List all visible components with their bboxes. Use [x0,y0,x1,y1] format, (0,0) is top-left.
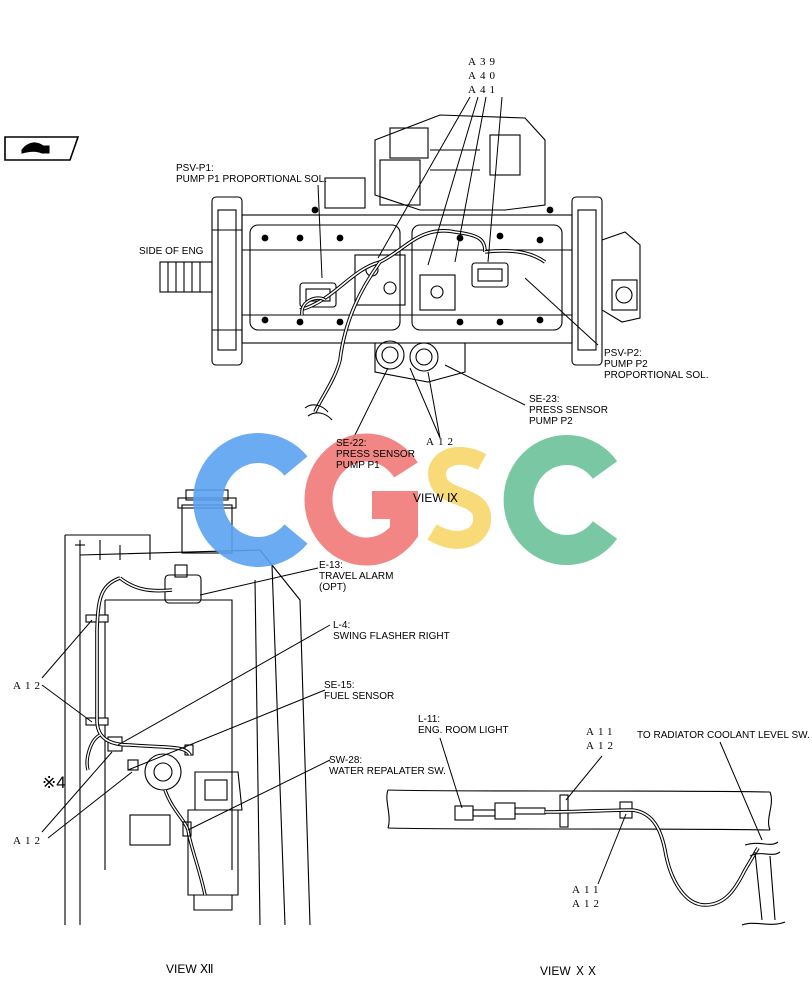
tank-area [64,489,311,926]
label-psv-p2-code: PSV-P2: [604,348,642,359]
view-ix-leaders [317,96,599,446]
note-mark-4: ※4 [42,773,66,792]
pump-assembly [159,114,641,421]
label-se23-code: SE-23: [529,394,560,405]
label-a12-bottom-xx: A12 [572,898,603,910]
label-se15-code: SE-15: [324,680,355,691]
label-radiator-coolant: TO RADIATOR COOLANT LEVEL SW. [637,730,810,741]
label-l11-name: ENG. ROOM LIGHT [418,725,509,736]
label-e13-code: E-13: [319,560,343,571]
label-a12-bottom: A12 [13,835,44,847]
view-xx-title: VIEW ＸＸ [540,964,599,978]
label-l4-code: L-4: [333,620,351,631]
label-a12-left: A12 [13,680,44,692]
view-ix-title: VIEW Ⅸ [413,491,459,505]
label-a41: A41 [468,84,499,96]
view-xx-leaders [439,737,763,885]
label-side-of-eng: SIDE OF ENG [139,246,204,257]
view-xii-title: VIEW Ⅻ [166,962,214,976]
label-se23-desc: PUMP P2 [529,416,573,427]
label-psv-p1-name: PUMP P1 PROPORTIONAL SOL. [176,174,327,185]
label-psv-p2-desc: PROPORTIONAL SOL. [604,370,709,381]
label-psv-p2-name: PUMP P2 [604,359,648,370]
label-a12-view-ix: A12 [426,436,457,448]
label-sw28-code: SW-28: [329,755,363,766]
label-se22-code: SE-22: [336,438,367,449]
label-e13-name: TRAVEL ALARM [319,571,394,582]
label-se15-name: FUEL SENSOR [324,691,395,702]
label-a11-top: A11 [586,726,617,738]
label-l4-name: SWING FLASHER RIGHT [333,631,450,642]
label-sw28-name: WATER REPALATER SW. [329,766,446,777]
label-a40: A40 [468,70,499,82]
engine-room-area [386,789,786,926]
view-xii-leaders [41,567,331,839]
label-se22-desc: PUMP P1 [336,460,380,471]
label-l11-code: L-11: [418,714,441,725]
label-se23-name: PRESS SENSOR [529,405,608,416]
label-se22-name: PRESS SENSOR [336,449,415,460]
label-e13-note: (OPT) [319,582,347,593]
label-a11-bottom: A11 [572,884,603,896]
label-a39: A39 [468,56,499,68]
book-page-icon[interactable] [4,136,80,161]
label-a12-top: A12 [586,740,617,752]
label-psv-p1-code: PSV-P1: [176,163,214,174]
